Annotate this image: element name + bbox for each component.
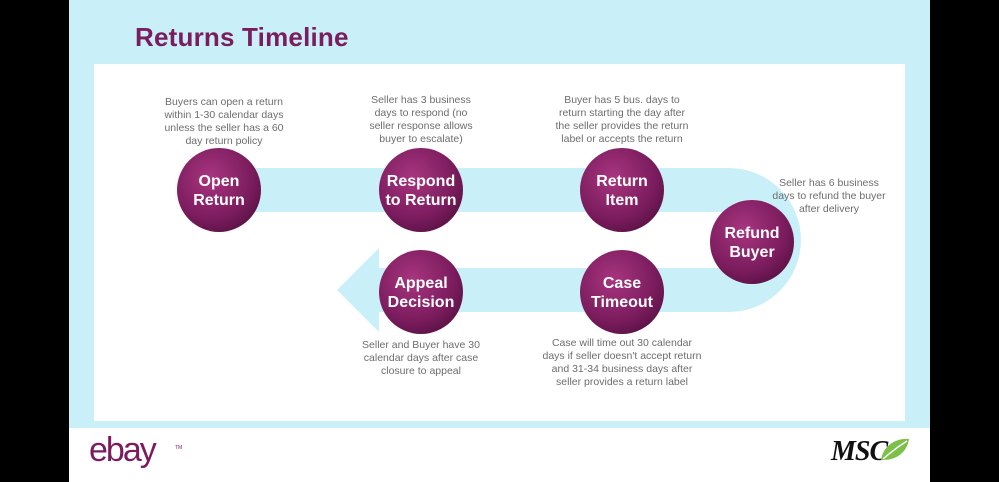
svg-text:Timeout: Timeout bbox=[591, 294, 654, 311]
slide: Returns Timeline Open Return Respond to … bbox=[69, 0, 930, 482]
svg-text:Respond: Respond bbox=[387, 173, 455, 190]
msc-logo: MSC bbox=[831, 436, 888, 467]
svg-text:Decision: Decision bbox=[388, 294, 455, 311]
svg-text:Return: Return bbox=[596, 173, 648, 190]
leaf-icon bbox=[881, 438, 909, 460]
page-title: Returns Timeline bbox=[135, 22, 349, 52]
desc-respond-to-return: Seller has 3 business days to respond (n… bbox=[369, 94, 473, 145]
node-refund-buyer: Refund Buyer bbox=[710, 200, 794, 284]
node-return-item: Return Item bbox=[580, 148, 664, 232]
desc-refund-buyer: Seller has 6 business days to refund the… bbox=[772, 177, 886, 215]
svg-text:Buyer: Buyer bbox=[729, 244, 774, 261]
node-case-timeout: Case Timeout bbox=[580, 250, 664, 334]
node-appeal-decision: Appeal Decision bbox=[379, 250, 463, 334]
footer-bar bbox=[69, 428, 930, 482]
process-flow: Open Return Respond to Return Return Ite… bbox=[177, 148, 801, 334]
svg-text:Refund: Refund bbox=[724, 225, 779, 242]
svg-text:Open: Open bbox=[199, 173, 240, 190]
svg-text:Return: Return bbox=[193, 192, 245, 209]
svg-text:Item: Item bbox=[606, 192, 639, 209]
node-open-return: Open Return bbox=[177, 148, 261, 232]
svg-text:to Return: to Return bbox=[385, 192, 456, 209]
svg-text:Case: Case bbox=[603, 275, 641, 292]
desc-return-item: Buyer has 5 bus. days to return starting… bbox=[555, 94, 689, 145]
desc-appeal-decision: Seller and Buyer have 30 calendar days a… bbox=[362, 339, 480, 377]
svg-text:Appeal: Appeal bbox=[394, 275, 447, 292]
ebay-logo: ebay bbox=[89, 431, 157, 469]
ebay-logo-tm: TM bbox=[175, 445, 183, 451]
node-respond-to-return: Respond to Return bbox=[379, 148, 463, 232]
desc-case-timeout: Case will time out 30 calendar days if s… bbox=[542, 337, 702, 388]
desc-open-return: Buyers can open a return within 1-30 cal… bbox=[164, 96, 284, 147]
